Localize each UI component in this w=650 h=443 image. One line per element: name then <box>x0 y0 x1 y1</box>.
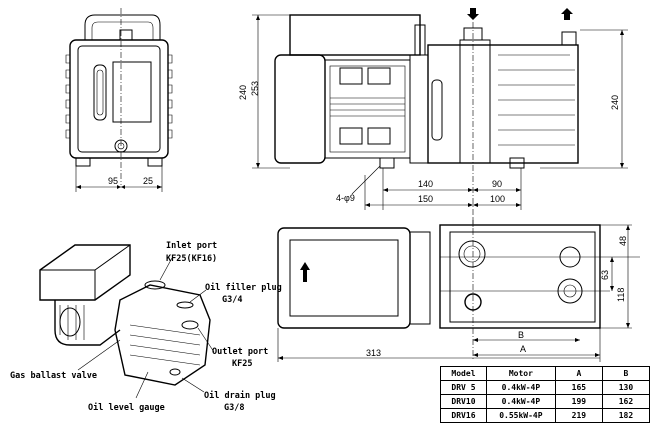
cell-motor: 0.4kW-4P <box>485 394 556 409</box>
col-header-b: B <box>601 366 650 381</box>
col-header-a: A <box>554 366 603 381</box>
cell-b: 162 <box>601 394 650 409</box>
cell-b: 182 <box>601 408 650 423</box>
top-dim-118: 118 <box>616 288 626 302</box>
side-dim-253-alt: 253 <box>250 81 260 96</box>
cell-a: 165 <box>554 380 603 395</box>
col-header-motor: Motor <box>485 366 556 381</box>
cell-model: DRV10 <box>440 394 487 409</box>
mount-holes-label: 4-φ9 <box>336 193 355 203</box>
cell-a: 219 <box>554 408 603 423</box>
front-dim-25: 25 <box>143 176 153 186</box>
table-row: DRV10 0.4kW-4P 199 162 <box>440 394 650 409</box>
side-dim-150: 150 <box>418 194 433 204</box>
front-dim-95: 95 <box>108 176 118 186</box>
table-header-row: Model Motor A B <box>440 366 650 381</box>
side-view <box>252 8 628 230</box>
top-dim-313: 313 <box>366 348 381 358</box>
table-row: DRV 5 0.4kW-4P 165 130 <box>440 380 650 395</box>
top-dim-B: B <box>518 330 524 340</box>
cell-model: DRV16 <box>440 408 487 423</box>
side-dim-100: 100 <box>490 194 505 204</box>
cell-model: DRV 5 <box>440 380 487 395</box>
side-dim-140: 140 <box>418 179 433 189</box>
top-view <box>277 218 640 362</box>
cell-b: 130 <box>601 380 650 395</box>
top-dim-63: 63 <box>600 270 610 280</box>
side-dim-253: 240 <box>238 85 248 100</box>
spec-table: Model Motor A B DRV 5 0.4kW-4P 165 130 D… <box>440 366 650 423</box>
top-dim-48: 48 <box>618 236 628 246</box>
top-dim-A: A <box>520 344 526 354</box>
table-row: DRV16 0.55kW-4P 219 182 <box>440 408 650 423</box>
isometric-view <box>39 244 215 399</box>
cell-motor: 0.4kW-4P <box>485 380 556 395</box>
side-dim-240: 240 <box>610 95 620 110</box>
side-dim-90: 90 <box>492 179 502 189</box>
cell-motor: 0.55kW-4P <box>485 408 556 423</box>
cell-a: 199 <box>554 394 603 409</box>
col-header-model: Model <box>440 366 487 381</box>
front-view <box>65 8 173 192</box>
